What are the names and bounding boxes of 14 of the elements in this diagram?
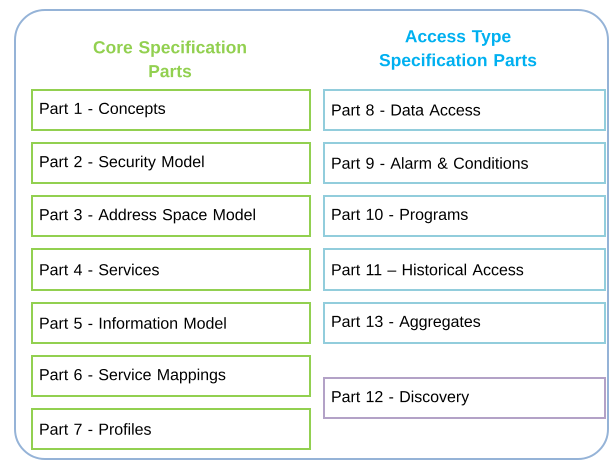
part-box: Part 7 - Profiles: [31, 408, 311, 450]
part-box: Part 5 - Information Model: [31, 302, 311, 344]
part-box: Part 11 – Historical Access: [323, 248, 606, 291]
part-box: Part 9 - Alarm & Conditions: [323, 142, 606, 184]
section-heading: Access Type Specification Parts: [380, 30, 536, 70]
part-box: Part 12 - Discovery: [323, 377, 606, 419]
part-box: Part 3 - Address Space Model: [31, 195, 311, 237]
part-box: Part 1 - Concepts: [31, 89, 311, 131]
part-box: Part 4 - Services: [31, 248, 311, 291]
part-box: Part 2 - Security Model: [31, 142, 311, 184]
part-box: Part 10 - Programs: [323, 195, 606, 237]
part-box: Part 13 - Aggregates: [323, 302, 606, 344]
part-box: Part 8 - Data Access: [323, 89, 606, 131]
part-box: Part 6 - Service Mappings: [31, 355, 311, 397]
